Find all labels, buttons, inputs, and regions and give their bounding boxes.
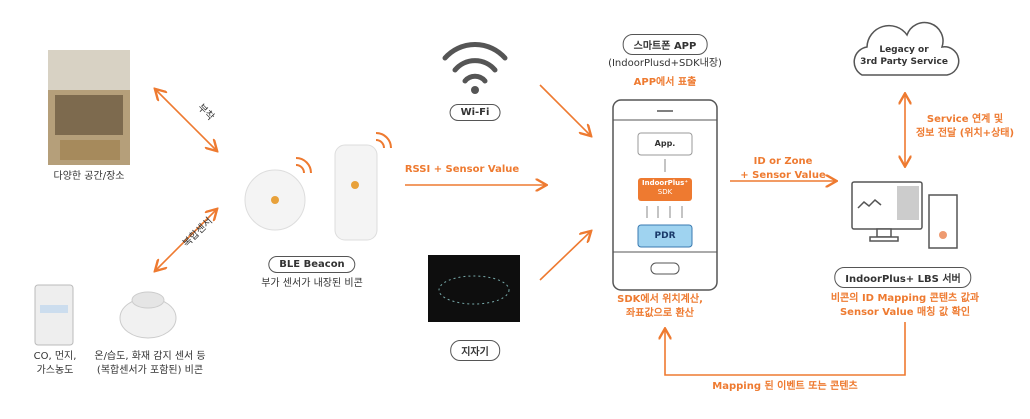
pdr-label: PDR [654,231,676,241]
smartphone-app-pill: 스마트폰 APP [622,34,708,55]
server-icon [851,181,958,249]
lbs-server-pill: IndoorPlus+ LBS 서버 [834,267,972,288]
home-button [650,262,680,275]
magnetic-arrow [539,232,590,281]
app-display-label: APP에서 표출 [633,77,697,88]
sdk-calc-label: SDK에서 위치계산, 좌표값으로 환산 [617,294,703,319]
ble-beacon-pill: BLE Beacon [268,256,356,273]
mapping-label: Mapping 된 이벤트 또는 콘텐츠 [712,381,858,392]
app-box-label: App. [654,139,676,148]
mapping-loop-arrow [665,322,906,376]
sdk-brand: IndoorPlus⁺ [641,179,689,187]
smoke-sensor-label: 온/습도, 화재 감지 센서 등 (복합센서가 포함된) 비콘 [94,351,206,376]
sensor-arrow [156,210,216,270]
place-label: 다양한 공간/장소 [53,171,125,182]
cloud-label: Legacy or 3rd Party Service [860,45,948,67]
box-beacon [334,144,378,241]
wifi-icon [442,42,508,84]
pdr-box [637,224,693,248]
wifi-arrow [539,84,590,135]
magnetic-pill: 지자기 [450,340,500,361]
beacon-desc: 부가 센서가 내장된 비콘 [261,278,363,289]
signal-icon [295,132,392,174]
sdk-label: SDK [657,188,673,196]
server-desc: 비콘의 ID Mapping 콘텐츠 값과 Sensor Value 매칭 값 … [830,293,980,318]
co-sensor-label: CO, 먼지, 가스농도 [33,351,77,376]
co-sensor-device [34,284,74,346]
service-label: Service 연계 및 정보 전달 (위치+상태) [915,114,1015,139]
rssi-label: RSSI + Sensor Value [404,164,520,175]
attach-arrow [156,90,216,150]
sdk-sub-label: (IndoorPlusd+SDK내장) [608,58,722,69]
cloud-icon [853,21,960,76]
id-zone-label: ID or Zone + Sensor Value [740,156,826,181]
sdk-box [638,178,692,201]
magnetic-image [428,255,520,322]
wifi-pill: Wi-Fi [449,104,501,121]
